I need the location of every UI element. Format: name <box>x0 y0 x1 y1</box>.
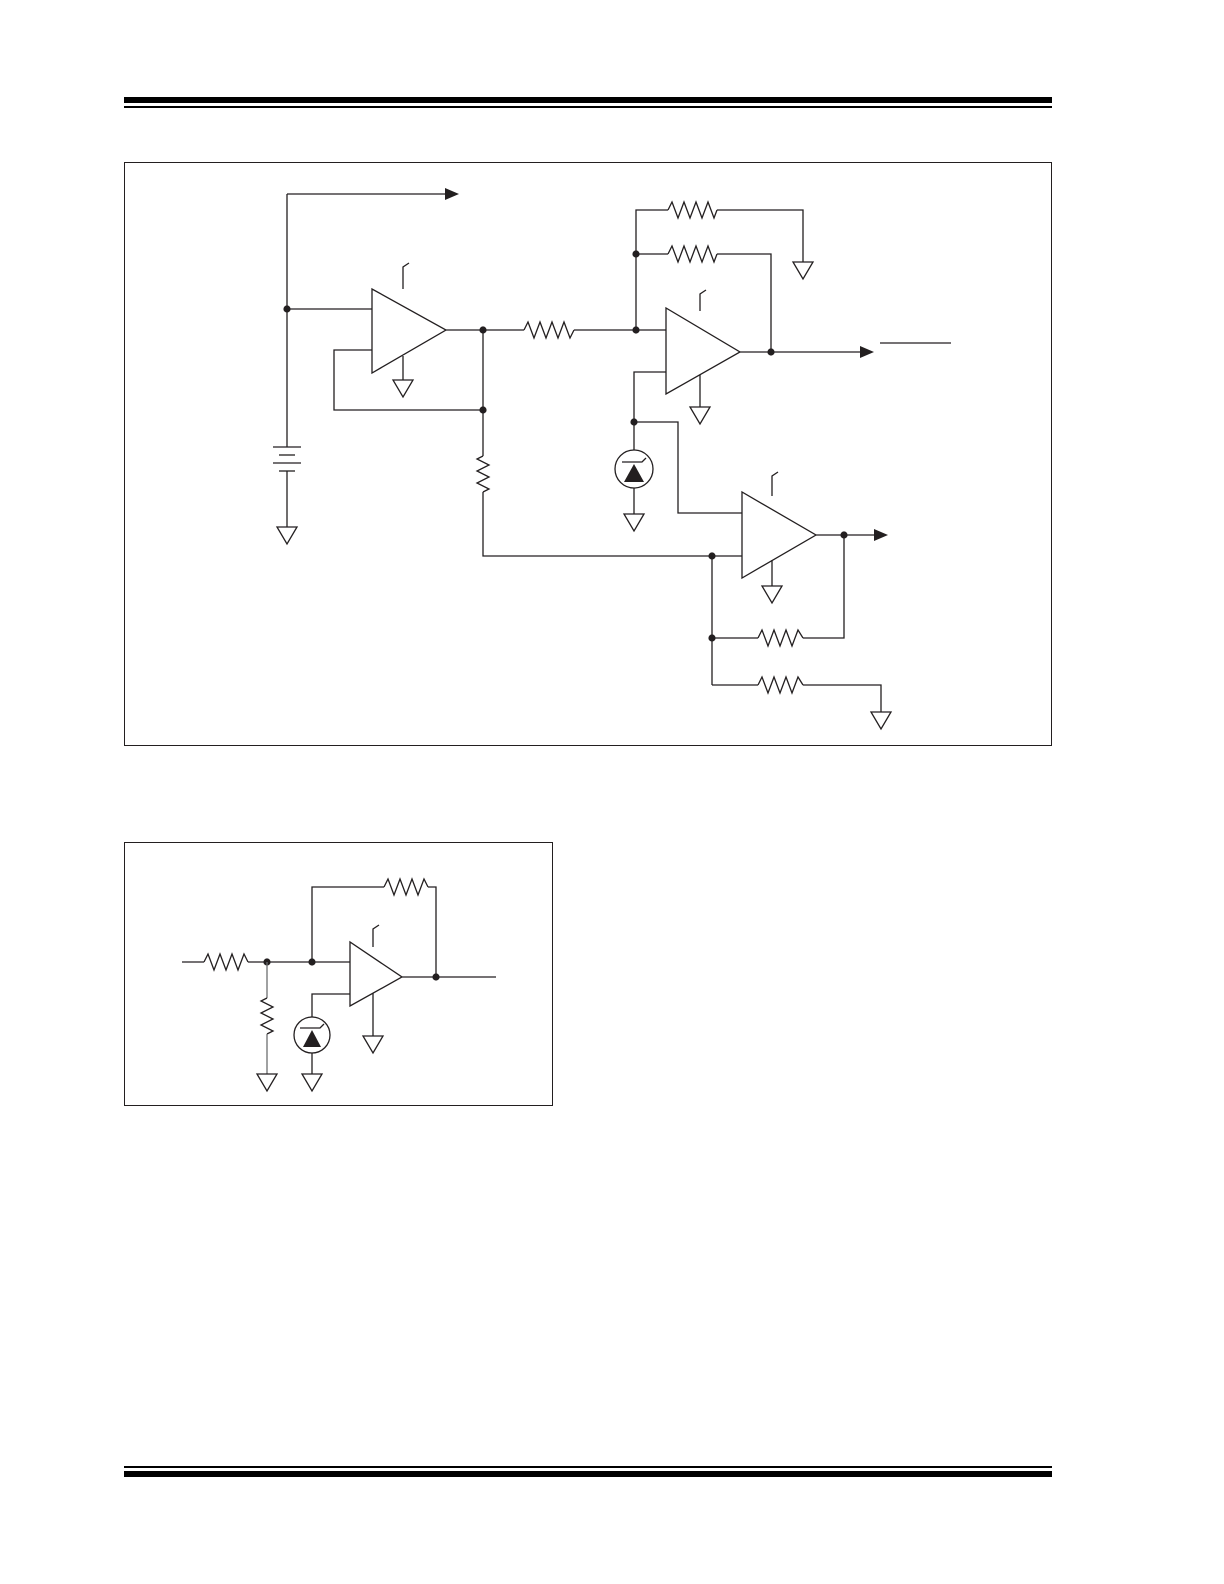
resistor-icon <box>203 952 249 972</box>
ground-icon <box>361 1035 385 1055</box>
footer-rule-thick <box>124 1471 1052 1477</box>
zener-reference-icon <box>614 449 654 489</box>
junction-dot-icon <box>432 973 440 981</box>
ground-icon <box>760 585 784 605</box>
circuit-figure-1 <box>273 188 951 731</box>
header-rule-thick <box>124 97 1052 103</box>
ground-icon <box>622 513 646 533</box>
circuit-figure-1-frame <box>124 162 1052 746</box>
resistor-icon <box>757 675 804 695</box>
arrow-icon <box>445 188 459 200</box>
ground-icon <box>275 526 299 546</box>
op-amp-1 <box>333 262 712 557</box>
resistor-icon <box>757 628 804 648</box>
circuit-figure-2 <box>182 877 496 1093</box>
ground-icon <box>869 711 893 731</box>
zener-reference-icon <box>293 1016 331 1054</box>
op-amp-icon <box>741 490 818 580</box>
header-rule-thin <box>124 106 1052 108</box>
ground-icon <box>688 406 712 426</box>
arrow-icon <box>860 346 874 358</box>
battery-branch <box>273 188 459 546</box>
circuit-figure-2-frame <box>124 842 553 1106</box>
resistor-icon <box>667 200 718 220</box>
battery-icon <box>273 446 301 472</box>
junction-dot-icon <box>767 348 775 356</box>
resistor-icon <box>523 320 575 340</box>
resistor-icon <box>475 455 491 493</box>
arrow-icon <box>874 529 888 541</box>
op-amp-icon <box>371 287 448 375</box>
op-amp-icon <box>349 940 404 1008</box>
resistor-icon <box>259 997 275 1035</box>
resistor-icon <box>667 244 718 264</box>
ground-icon <box>300 1073 324 1093</box>
ground-icon <box>255 1073 279 1093</box>
footer-rule-thin <box>124 1466 1052 1468</box>
op-amp-icon <box>665 306 742 396</box>
op-amp-3 <box>708 471 893 731</box>
op-amp-2-network <box>614 200 951 533</box>
ground-icon <box>791 261 815 281</box>
resistor-icon <box>383 877 429 897</box>
ground-icon <box>391 379 415 399</box>
